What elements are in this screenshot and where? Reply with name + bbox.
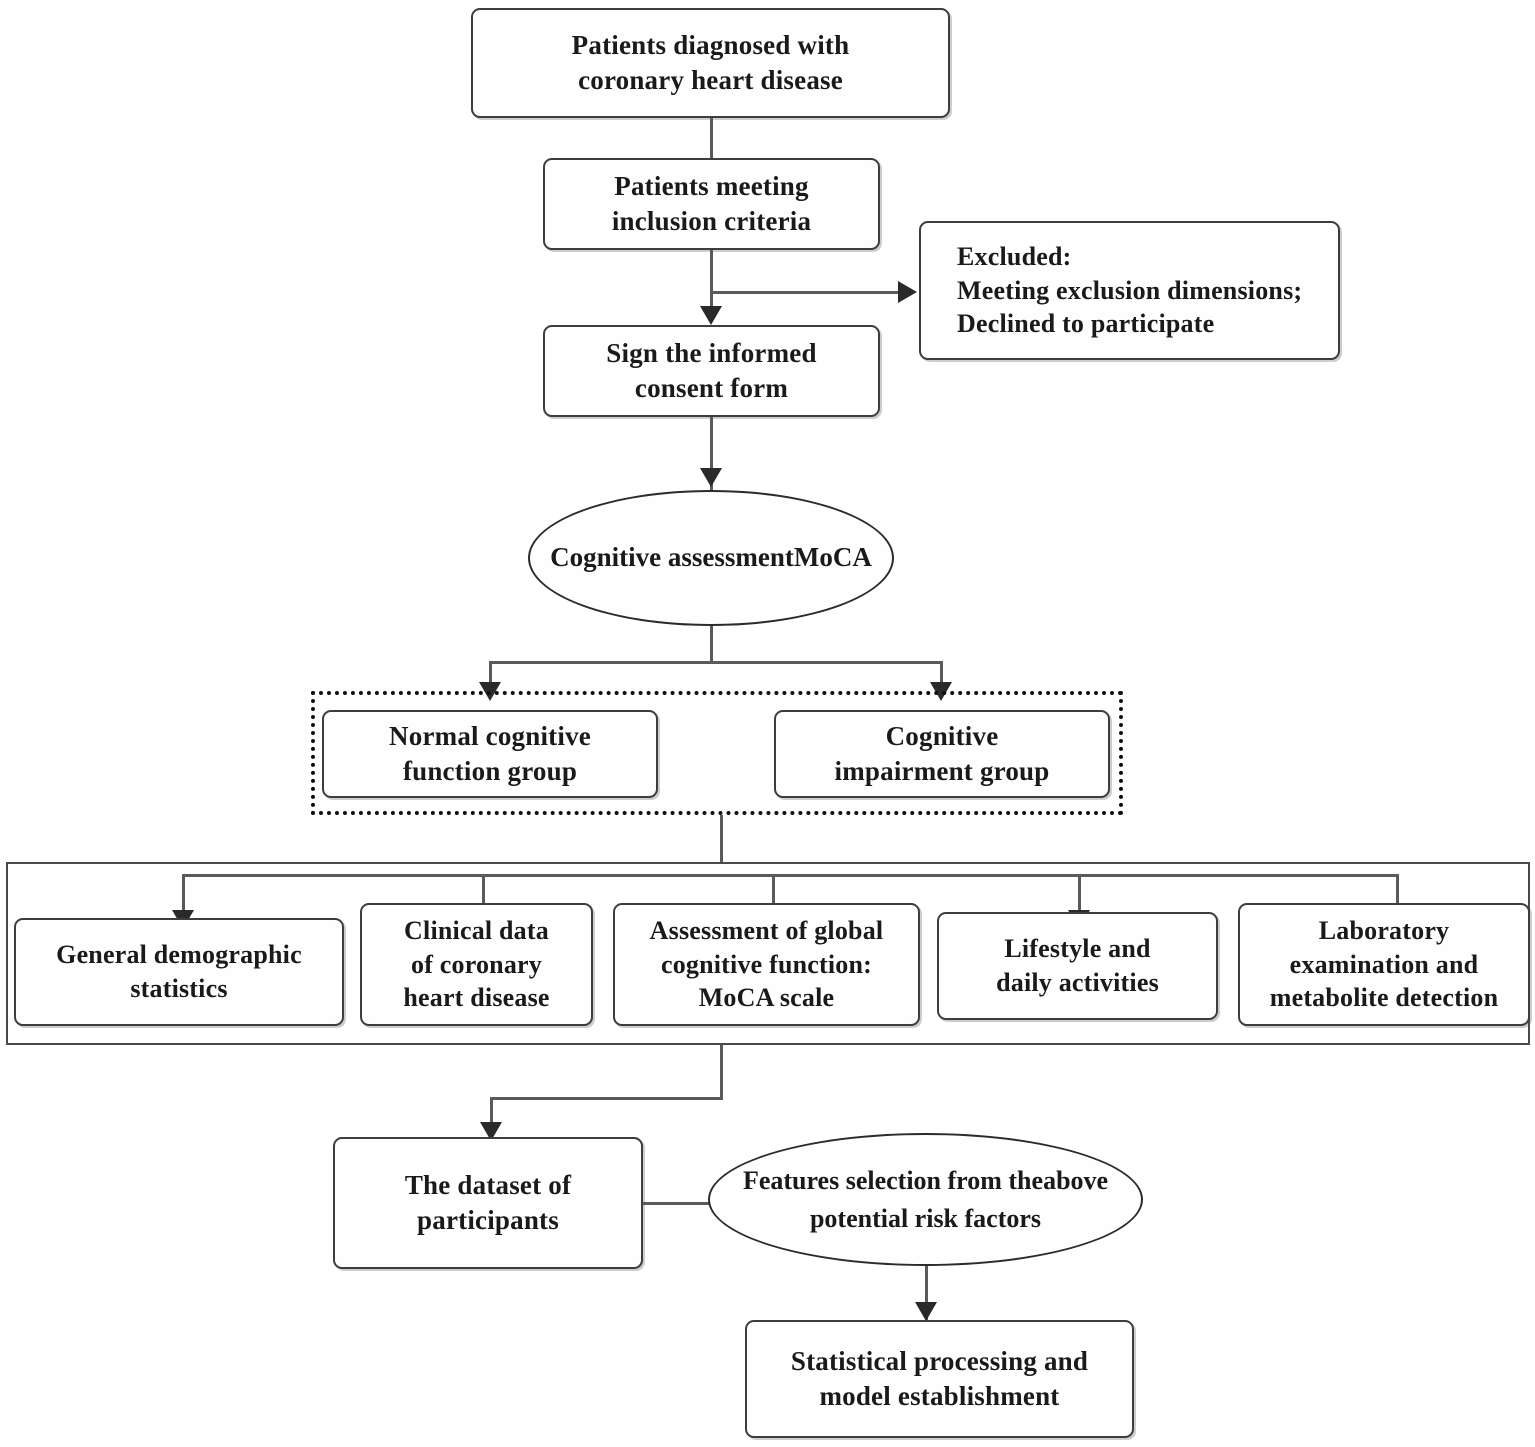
node-cognitive-impairment-group: Cognitive impairment group: [774, 710, 1110, 798]
group-cognition-groups: [311, 691, 1123, 815]
node-inclusion-criteria-text: Patients meeting inclusion criteria: [596, 169, 827, 239]
connector-to-global-cognition: [772, 874, 775, 918]
node-normal-cognitive-group-line1: Normal cognitive: [389, 720, 591, 751]
node-global-cognitive-assessment: Assessment of global cognitive function: M…: [613, 903, 920, 1026]
node-patients-diagnosed-line2: coronary heart disease: [578, 65, 843, 95]
node-cognitive-assessment-line2: MoCA: [793, 542, 872, 573]
arrowhead-to-dataset: [480, 1122, 502, 1141]
node-features-selection: Features selection from theabove potenti…: [708, 1133, 1143, 1266]
node-features-selection-line2: above potential risk factors: [809, 1165, 1109, 1233]
node-patients-diagnosed-line1: Patients diagnosed with: [571, 29, 850, 60]
node-inclusion-criteria: Patients meeting inclusion criteria: [543, 158, 880, 250]
connector-inclusion-to-consent: [710, 250, 713, 315]
node-lifestyle-activities-line2: daily activities: [996, 968, 1159, 997]
node-consent-form-line2: consent form: [634, 373, 789, 403]
arrowhead-inclusion-to-consent: [700, 306, 722, 325]
node-dataset-participants-text: The dataset of participants: [389, 1168, 587, 1238]
connector-to-laboratory: [1396, 874, 1399, 918]
node-excluded: Excluded: Meeting exclusion dimensions; De…: [919, 221, 1340, 360]
connector-to-demographics: [182, 874, 185, 918]
node-excluded-line2: Meeting exclusion dimensions;: [957, 275, 1303, 305]
node-global-cognitive-assessment-text: Assessment of global cognitive function: M…: [634, 914, 900, 1015]
node-dataset-participants-line1: The dataset of: [404, 1169, 572, 1200]
node-clinical-data-line3: heart disease: [403, 983, 550, 1013]
connector-to-lifestyle: [1078, 874, 1081, 918]
node-patients-diagnosed: Patients diagnosed with coronary heart di…: [471, 8, 950, 118]
node-general-demographics-line1: General demographic: [56, 940, 302, 970]
connector-assessment-stem: [710, 626, 713, 663]
node-global-cognitive-assessment-line2: cognitive function:: [660, 949, 873, 979]
node-laboratory-examination-line3: metabolite detection: [1269, 983, 1499, 1013]
node-lifestyle-activities: Lifestyle and daily activities: [937, 912, 1218, 1020]
node-clinical-data: Clinical data of coronary heart disease: [360, 903, 593, 1026]
connector-consent-to-assessment: [710, 417, 713, 490]
node-cognitive-impairment-group-text: Cognitive impairment group: [819, 719, 1066, 789]
connector-groups-to-collection: [720, 815, 723, 863]
connector-dataset-to-features: [643, 1202, 713, 1205]
node-cognitive-assessment-line1: Cognitive assessment: [550, 542, 794, 573]
node-laboratory-examination-line2: examination and: [1289, 949, 1479, 979]
node-dataset-participants: The dataset of participants: [333, 1137, 643, 1269]
node-general-demographics: General demographic statistics: [14, 918, 344, 1026]
connector-to-clinical-data: [482, 874, 485, 918]
node-clinical-data-text: Clinical data of coronary heart disease: [387, 914, 565, 1015]
node-cognitive-impairment-group-line2: impairment group: [834, 756, 1050, 786]
arrowhead-to-excluded: [898, 281, 917, 303]
node-laboratory-examination: Laboratory examination and metabolite dete…: [1238, 903, 1530, 1026]
node-excluded-line1: Excluded:: [957, 241, 1072, 271]
connector-collection-bar: [182, 874, 1399, 877]
node-lifestyle-activities-line1: Lifestyle and: [1004, 934, 1151, 964]
node-inclusion-criteria-line1: Patients meeting: [614, 170, 809, 201]
node-consent-form-line1: Sign the informed: [606, 337, 817, 368]
connector-diagnosed-to-inclusion: [710, 118, 713, 158]
node-features-selection-line1: Features selection from the: [742, 1165, 1044, 1195]
connector-to-impairment-group: [940, 661, 943, 691]
node-normal-cognitive-group-line2: function group: [402, 756, 578, 786]
node-normal-cognitive-group-text: Normal cognitive function group: [373, 719, 607, 789]
node-general-demographics-text: General demographic statistics: [40, 938, 318, 1006]
node-global-cognitive-assessment-line3: MoCA scale: [698, 983, 835, 1013]
node-consent-form-text: Sign the informed consent form: [590, 336, 832, 406]
node-cognitive-assessment: Cognitive assessmentMoCA: [528, 490, 894, 626]
node-general-demographics-line2: statistics: [130, 974, 228, 1003]
node-cognitive-assessment-text: Cognitive assessmentMoCA: [550, 538, 872, 577]
node-statistics-model-text: Statistical processing and model establis…: [775, 1344, 1104, 1414]
node-cognitive-impairment-group-line1: Cognitive: [885, 720, 999, 751]
node-clinical-data-line2: of coronary: [411, 949, 542, 979]
node-normal-cognitive-group: Normal cognitive function group: [322, 710, 658, 798]
node-features-selection-text: Features selection from theabove potenti…: [710, 1162, 1141, 1237]
connector-assessment-split: [489, 661, 942, 664]
node-statistics-model-line2: model establishment: [819, 1381, 1060, 1411]
arrowhead-features-to-statistics: [915, 1302, 937, 1321]
node-excluded-line3: Declined to participate: [957, 309, 1215, 339]
node-consent-form: Sign the informed consent form: [543, 325, 880, 417]
node-laboratory-examination-text: Laboratory examination and metabolite dete…: [1254, 914, 1515, 1015]
connector-features-to-statistics: [925, 1266, 928, 1323]
connector-collection-down: [720, 1045, 723, 1100]
node-global-cognitive-assessment-line1: Assessment of global: [649, 915, 884, 945]
node-patients-diagnosed-text: Patients diagnosed with coronary heart di…: [556, 28, 866, 98]
node-statistics-model: Statistical processing and model establis…: [745, 1320, 1134, 1438]
connector-to-normal-group: [489, 661, 492, 691]
node-clinical-data-line1: Clinical data: [404, 915, 549, 945]
node-lifestyle-activities-text: Lifestyle and daily activities: [980, 932, 1175, 1000]
connector-to-excluded: [711, 291, 901, 294]
node-statistics-model-line1: Statistical processing and: [790, 1345, 1089, 1376]
connector-to-dataset: [490, 1097, 493, 1137]
node-inclusion-criteria-line2: inclusion criteria: [611, 206, 812, 236]
connector-collection-left: [490, 1097, 723, 1100]
node-excluded-text: Excluded: Meeting exclusion dimensions; De…: [921, 240, 1302, 341]
node-laboratory-examination-line1: Laboratory: [1318, 915, 1450, 945]
arrowhead-consent-to-assessment: [700, 468, 722, 487]
node-dataset-participants-line2: participants: [417, 1205, 559, 1235]
